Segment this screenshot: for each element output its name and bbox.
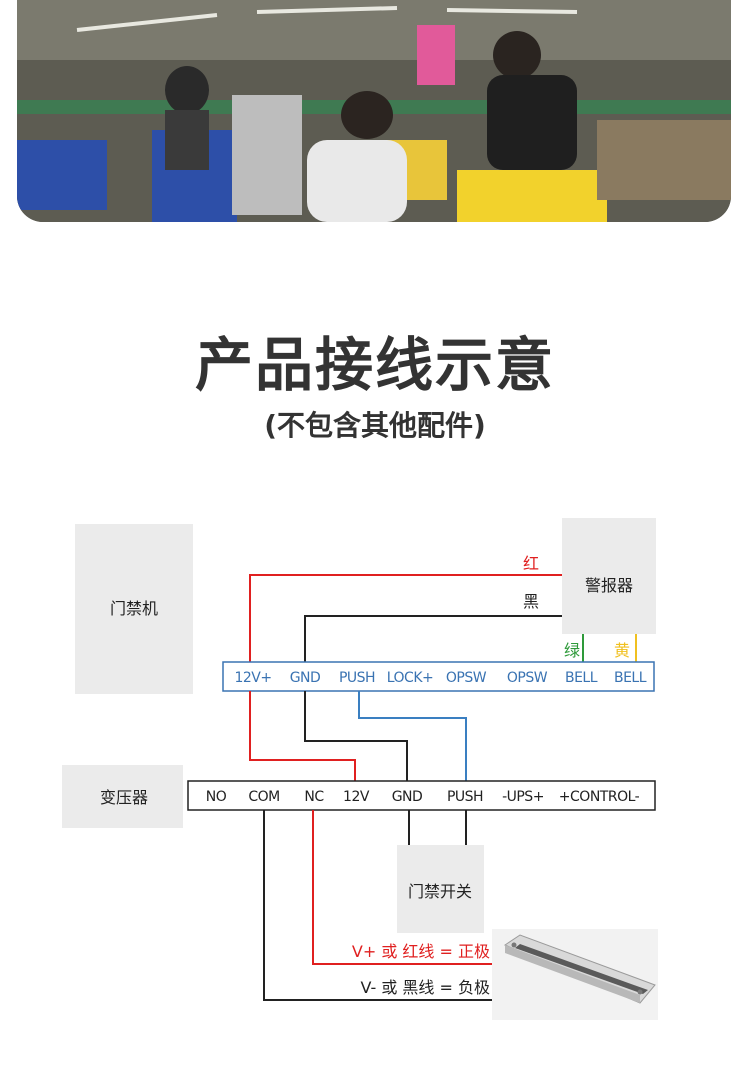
controller-terminals: 12V+ GND PUSH LOCK+ OPSW OPSW BELL BELL <box>234 670 647 686</box>
transformer-label: 变压器 <box>100 788 148 807</box>
factory-photo-illustration <box>17 0 731 222</box>
red-wire-label: 红 <box>523 554 539 573</box>
exit-switch-box <box>397 845 484 933</box>
transformer-terminal-5: PUSH <box>447 789 483 805</box>
yellow-wire-label: 黄 <box>614 641 630 660</box>
magnet-positive-note: V+ 或 红线 = 正极 <box>352 942 490 961</box>
controller-terminal-4: OPSW <box>446 670 487 686</box>
transformer-terminal-2: NC <box>304 789 324 805</box>
transformer-terminal-6: -UPS+ <box>502 789 544 805</box>
magnet-negative-wire <box>263 810 498 1001</box>
controller-terminal-7: BELL <box>614 670 647 686</box>
green-wire-label: 绿 <box>564 641 580 660</box>
alarm-label: 警报器 <box>585 576 633 595</box>
transformer-terminals: NO COM NC 12V GND PUSH -UPS+ +CONTROL- <box>206 789 640 805</box>
transformer-terminal-4: GND <box>392 789 423 805</box>
black-wire-label: 黑 <box>523 592 539 611</box>
blue-wire-push <box>358 691 467 781</box>
transformer-terminal-strip <box>187 780 656 811</box>
transformer-terminal-7: +CONTROL- <box>559 789 640 805</box>
transformer-box <box>62 765 183 828</box>
factory-photo <box>17 0 731 222</box>
red-wire-alarm <box>249 574 562 662</box>
page-subtitle: (不包含其他配件) <box>264 409 486 442</box>
controller-terminal-0: 12V+ <box>234 670 271 686</box>
controller-terminal-5: OPSW <box>507 670 548 686</box>
controller-terminal-strip <box>222 661 655 692</box>
alarm-box <box>562 518 656 634</box>
black-wire-alarm <box>304 615 562 662</box>
transformer-terminal-0: NO <box>206 789 227 805</box>
controller-terminal-1: GND <box>290 670 321 686</box>
magnetic-lock-image <box>492 929 658 1020</box>
controller-terminal-2: PUSH <box>339 670 375 686</box>
black-wire-power <box>304 691 408 781</box>
magnet-negative-note: V- 或 黑线 = 负极 <box>360 978 490 997</box>
exit-switch-label: 门禁开关 <box>408 882 472 901</box>
red-wire-power <box>249 691 356 781</box>
access-controller-box <box>75 524 193 694</box>
transformer-terminal-3: 12V <box>343 789 370 805</box>
magnet-positive-wire <box>312 810 498 965</box>
transformer-terminal-1: COM <box>248 789 279 805</box>
page-title: 产品接线示意 <box>194 331 555 399</box>
access-controller-label: 门禁机 <box>110 599 158 618</box>
controller-terminal-6: BELL <box>565 670 598 686</box>
controller-terminal-3: LOCK+ <box>387 670 434 686</box>
